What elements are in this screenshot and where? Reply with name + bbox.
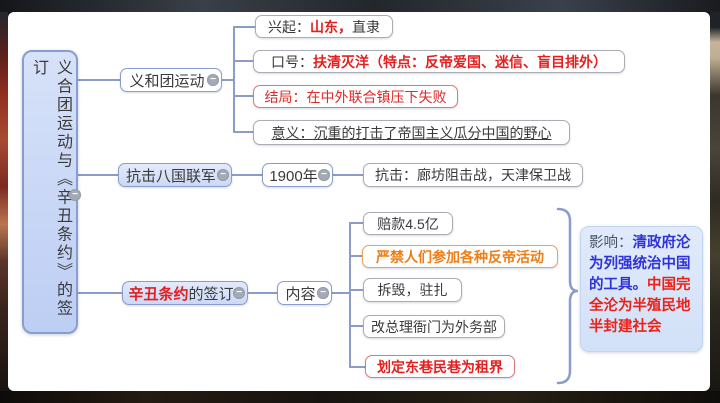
battles-text: 抗击：廊坊阻击战，天津保卫战 [375,167,571,183]
collapse-icon[interactable]: − [207,74,219,86]
ban-text: 严禁人们参加各种反帝活动 [376,248,544,265]
node-treaty-signing[interactable]: 辛丑条约的签订 − [122,281,248,305]
box-outcome[interactable]: 结局：在中外联合镇压下失败 [253,85,458,108]
rise-em: 山东， [310,18,352,35]
node-boxer-movement[interactable]: 义和团运动 − [120,68,222,92]
foreign-office-text: 改总理衙门为外务部 [371,318,497,335]
root-node[interactable]: 义合团运动与《辛丑条约》的签订 − [22,50,81,334]
meaning-text: 意义：沉重的打击了帝国主义瓜分中国的野心 [271,124,552,141]
collapse-icon[interactable]: − [318,169,330,181]
node-content[interactable]: 内容 − [277,281,332,305]
legation-text: 划定东巷民巷为租界 [377,358,503,375]
top-texture-bar [0,0,720,12]
treaty-label-em: 辛丑条约 [128,285,189,303]
bottom-texture-bar [0,391,720,403]
rise-rest: 直隶 [352,18,380,35]
impact-label: 影响： [589,235,633,251]
outcome-text: 结局：在中外联合镇压下失败 [264,88,447,105]
box-meaning[interactable]: 意义：沉重的打击了帝国主义瓜分中国的野心 [253,120,570,145]
treaty-label-rest: 的签订 [188,285,234,303]
box-battles[interactable]: 抗击：廊坊阻击战，天津保卫战 [363,163,583,187]
impact-red-text: 中国完全沦为半殖民地半封建社会 [589,277,691,335]
impact-blue-text: 清政府沦为列强统治中国的工具。 [589,235,691,293]
rise-prefix: 兴起： [268,18,310,35]
collapse-icon[interactable]: − [69,189,81,201]
collapse-icon[interactable]: − [217,169,229,181]
box-demolish-garrison[interactable]: 拆毁，驻扎 [363,278,462,302]
root-title: 义合团运动与《辛丑条约》的签订 [30,59,71,318]
year-label: 1900年 [269,167,318,185]
node-boxer-label: 义和团运动 [129,72,205,90]
box-slogan[interactable]: 口号：扶清灭洋（特点：反帝爱国、迷信、盲目排外） [253,50,625,73]
box-legation-quarter[interactable]: 划定东巷民巷为租界 [365,355,515,378]
demolish-text: 拆毁，驻扎 [377,282,448,298]
collapse-icon[interactable]: − [233,287,245,299]
box-rise[interactable]: 兴起：山东，直隶 [255,15,393,38]
box-indemnity[interactable]: 赔款4.5亿 [363,212,453,235]
right-texture-strip [710,12,720,391]
node-resist-allied-forces[interactable]: 抗击八国联军 − [118,163,232,187]
impact-box[interactable]: 影响：清政府沦为列强统治中国的工具。中国完全沦为半殖民地半封建社会 [580,226,703,352]
slogan-prefix: 口号： [271,53,313,70]
box-foreign-office[interactable]: 改总理衙门为外务部 [363,315,505,338]
node-resist-label: 抗击八国联军 [126,167,217,185]
content-label: 内容 [285,285,316,303]
node-year-1900[interactable]: 1900年 − [262,163,333,187]
slogan-em: 扶清灭洋（特点：反帝爱国、迷信、盲目排外） [313,53,607,70]
left-texture-strip [0,12,8,391]
collapse-icon[interactable]: − [317,287,329,299]
indemnity-text: 赔款4.5亿 [377,215,439,232]
box-ban-anti-imperialist[interactable]: 严禁人们参加各种反帝活动 [362,245,558,268]
